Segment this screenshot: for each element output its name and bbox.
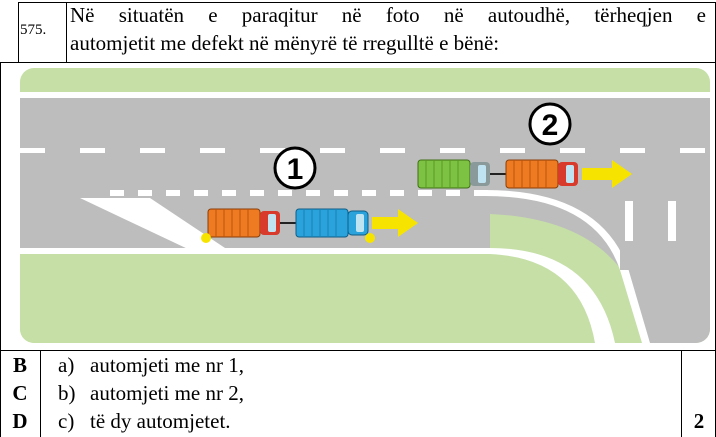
lane-dashes xyxy=(20,148,705,153)
exit-marker-a xyxy=(625,201,633,241)
answer-c-text[interactable]: të dy automjetet. xyxy=(90,409,231,433)
left-border xyxy=(18,2,19,62)
vehicle-group-2 xyxy=(417,159,632,189)
answer-a-letter: B xyxy=(12,353,27,377)
answer-letter-divider xyxy=(40,350,41,437)
answer-a-option: a) xyxy=(58,353,75,377)
vehicle-label-1: 1 xyxy=(273,146,317,190)
points-value: 2 xyxy=(693,409,705,433)
hazard-light-icon xyxy=(365,233,375,243)
road-illustration: 1 xyxy=(20,68,710,343)
answer-c-option: c) xyxy=(58,409,75,433)
left-frame-border xyxy=(0,62,1,437)
answer-a-text[interactable]: automjeti me nr 1, xyxy=(90,353,244,377)
figure-divider xyxy=(0,350,716,351)
top-shoulder-line xyxy=(20,92,710,98)
question-text-line-2: automjetit me defekt në mënyrë të rregul… xyxy=(70,31,500,55)
vehicle-group-1 xyxy=(201,208,418,243)
label-1-text: 1 xyxy=(287,153,304,186)
label-2-text: 2 xyxy=(542,109,559,142)
road-scene-svg: 1 xyxy=(20,68,710,343)
exit-road-bottom xyxy=(620,200,710,270)
top-border xyxy=(18,2,716,3)
answer-c-letter: D xyxy=(12,409,28,433)
exit-marker-b xyxy=(668,201,676,241)
points-divider xyxy=(681,350,682,437)
gore-marking xyxy=(80,198,225,250)
direction-arrow-icon xyxy=(372,209,418,237)
question-text-line-1: Në situatën e paraqitur në foto në autou… xyxy=(70,3,706,27)
answer-b-option: b) xyxy=(58,381,76,405)
question-number: 575. xyxy=(20,22,47,38)
hazard-light-icon xyxy=(201,233,211,243)
header-divider xyxy=(0,62,716,63)
answer-b-letter: C xyxy=(12,381,28,405)
number-column-divider xyxy=(66,2,67,62)
vehicle-label-2: 2 xyxy=(528,102,572,146)
answer-b-text[interactable]: automjeti me nr 2, xyxy=(90,381,244,405)
bottom-grass xyxy=(20,250,595,343)
direction-arrow-icon xyxy=(582,160,632,188)
exit-lane-dashes xyxy=(110,190,488,196)
